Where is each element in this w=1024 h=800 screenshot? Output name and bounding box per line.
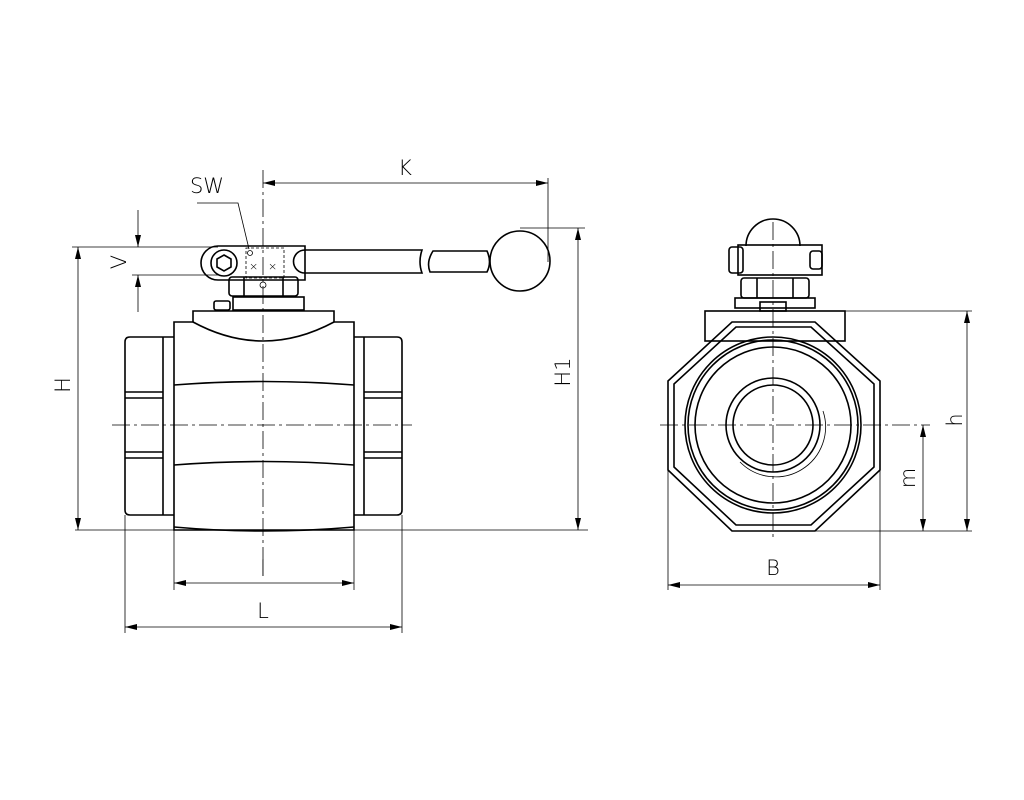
right-end-fitting — [354, 336, 403, 516]
dim-label-h: h — [943, 413, 967, 426]
dimension-V: V — [72, 210, 218, 312]
dim-label-B: B — [766, 556, 780, 580]
dimension-H1: H1 — [520, 227, 585, 530]
valve-body — [173, 310, 355, 532]
svg-text:×: × — [268, 260, 277, 273]
dimension-h: h — [815, 310, 972, 532]
dimension-H: H — [51, 247, 81, 530]
dimension-B: B — [667, 470, 881, 590]
handle-lever: × × — [200, 230, 551, 292]
svg-text:×: × — [249, 260, 258, 273]
dimension-m: m — [896, 425, 926, 531]
side-view: × × K SW V H — [51, 156, 588, 633]
dim-label-l: l — [260, 557, 266, 581]
dim-label-H: H — [51, 377, 75, 393]
dimension-l: l — [173, 530, 355, 590]
dim-label-H1: H1 — [551, 357, 575, 386]
dim-label-V: V — [107, 255, 131, 269]
dim-label-K: K — [398, 156, 412, 180]
dimension-L: L — [124, 515, 403, 633]
end-view-stem — [728, 218, 823, 312]
left-end-fitting — [124, 336, 174, 516]
dimension-SW: SW — [190, 174, 250, 250]
dim-label-SW: SW — [190, 174, 224, 198]
hex-octagon — [667, 321, 881, 532]
dim-label-m: m — [896, 468, 920, 488]
end-view: B h m — [660, 218, 972, 590]
handle-ball — [489, 230, 551, 292]
dim-label-L: L — [257, 599, 269, 623]
stem-nut — [213, 276, 305, 311]
dimension-K: K — [263, 156, 549, 262]
